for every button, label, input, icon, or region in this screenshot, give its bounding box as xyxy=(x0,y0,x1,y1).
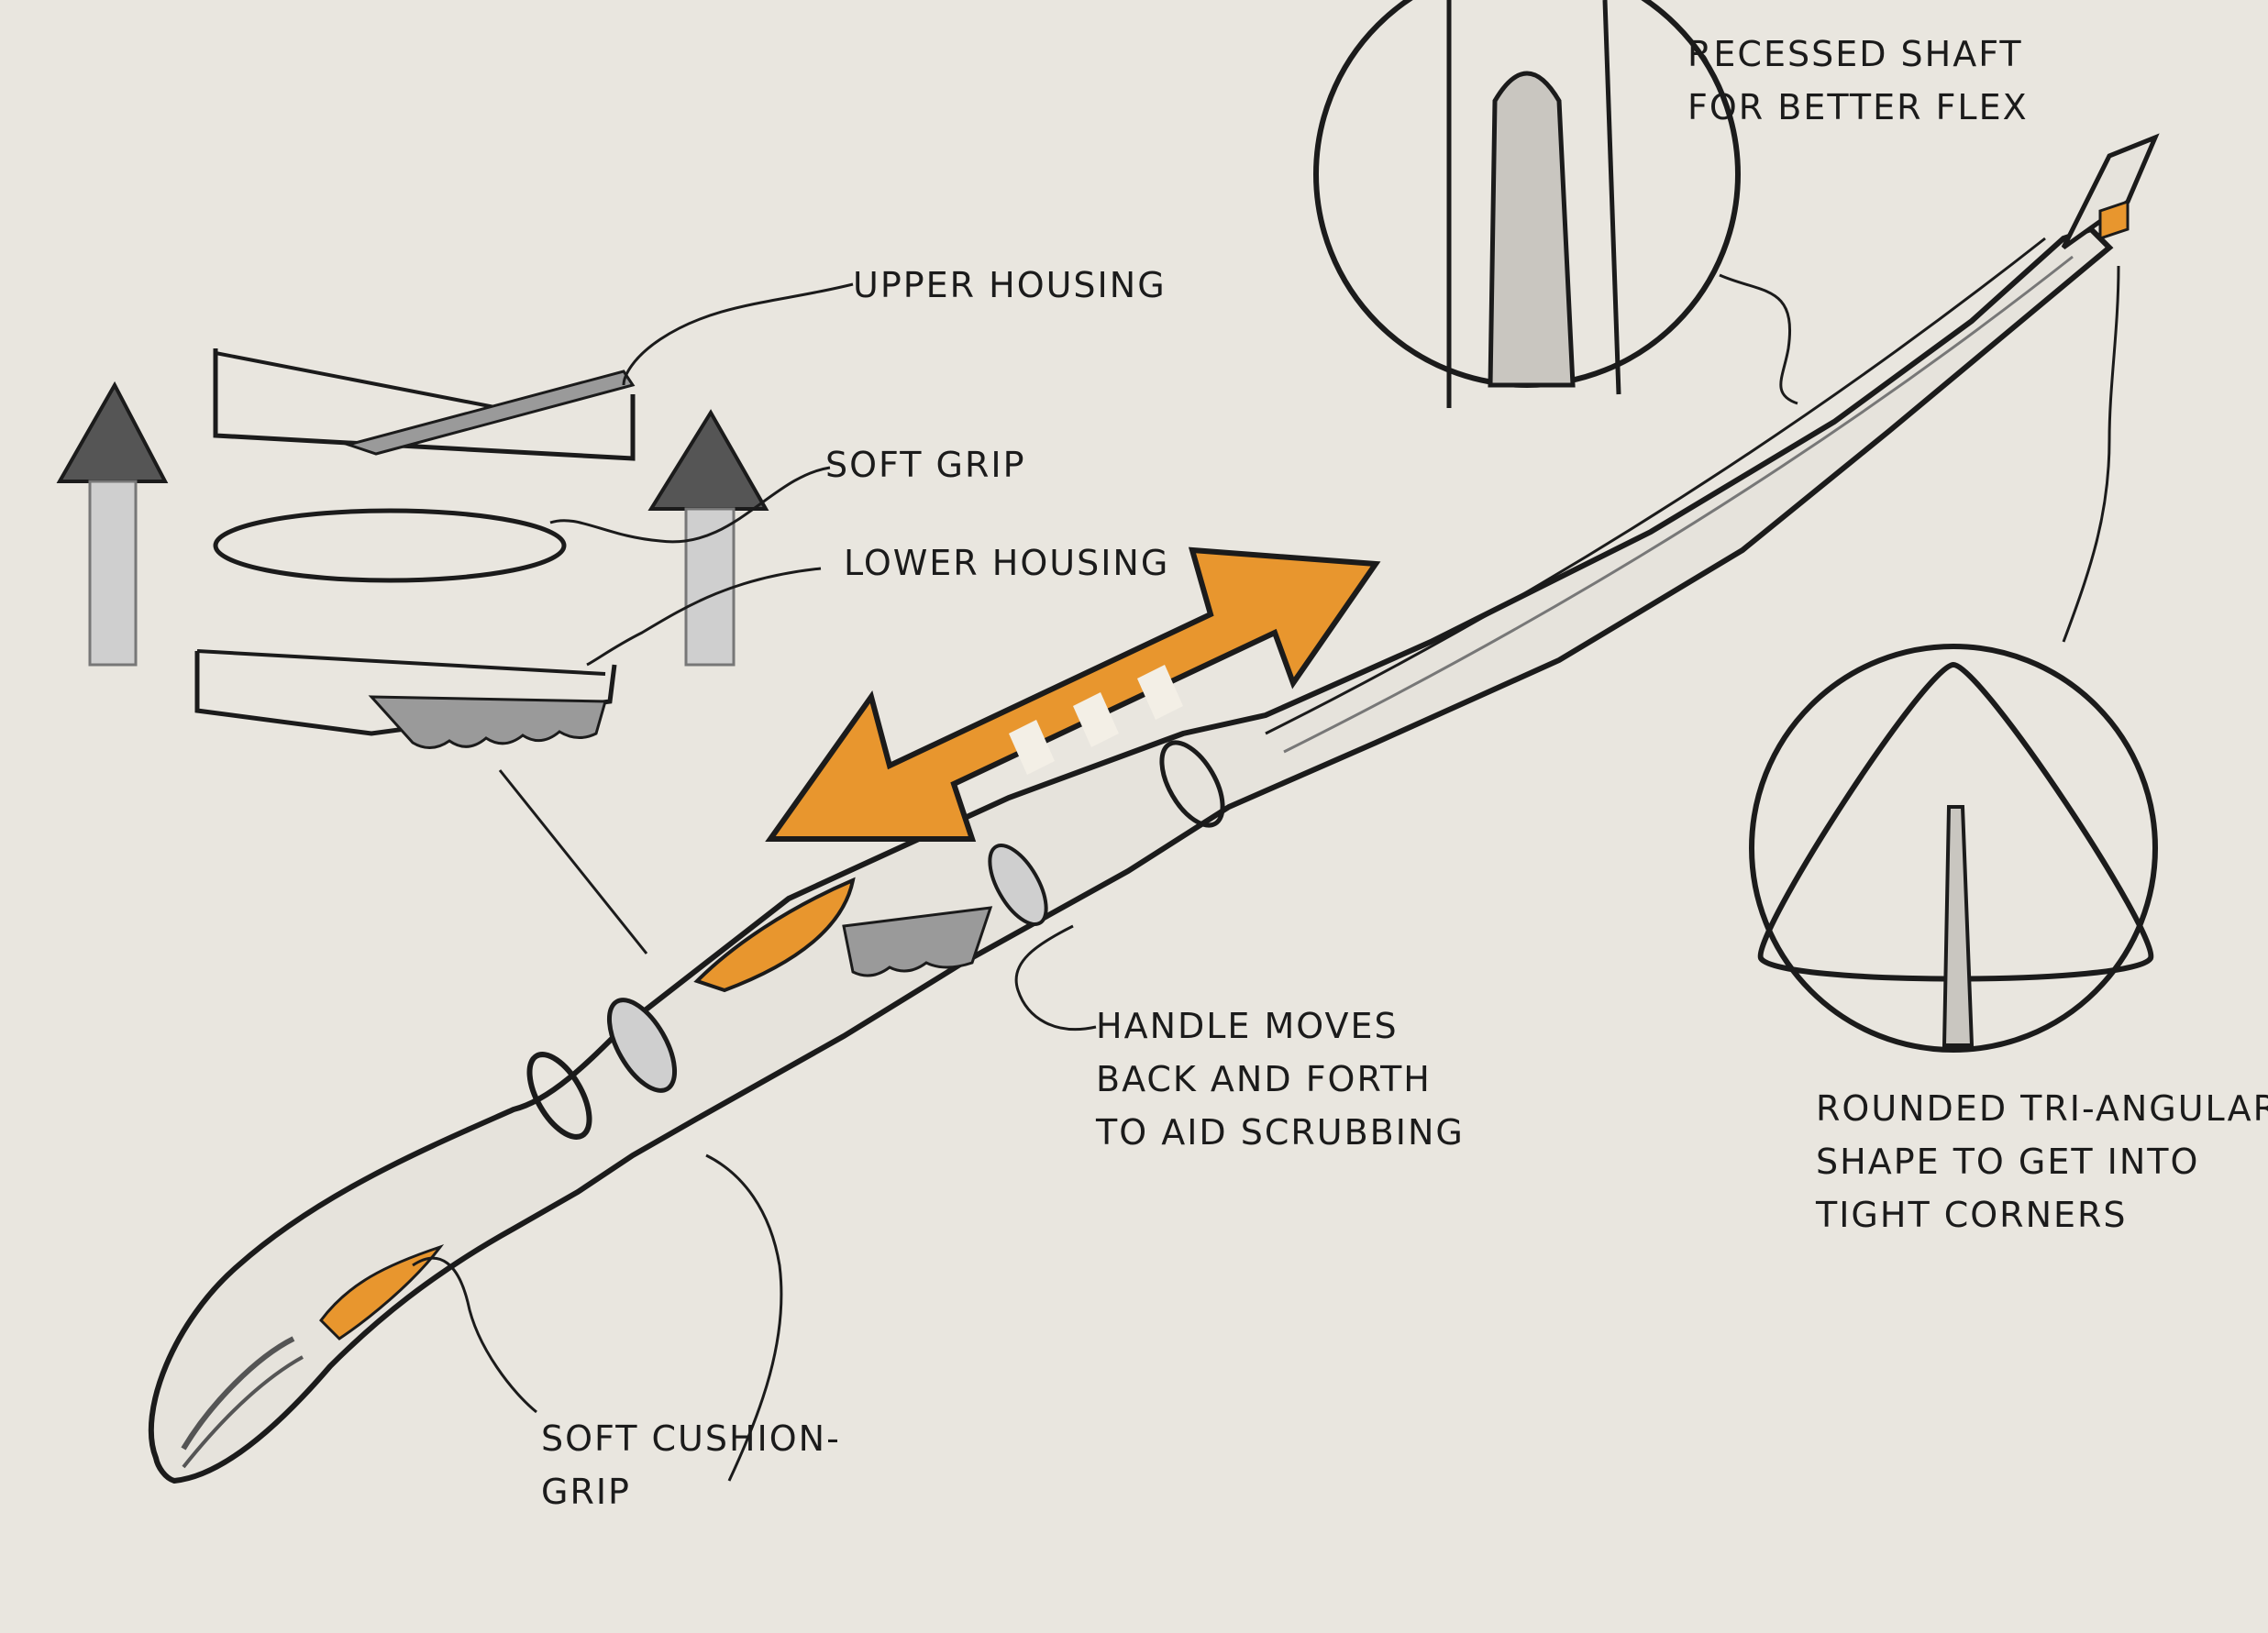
up-arrow-icon xyxy=(56,381,169,667)
leader-lines xyxy=(498,282,854,954)
rounded-triangular-label: ROUNDED TRI-ANGULAR SHAPE TO GET INTO TI… xyxy=(1816,1088,2268,1235)
scrubber-tool-body xyxy=(148,133,2160,1484)
rounded-triangular-tip-detail xyxy=(1749,265,2158,1053)
upper-housing-part xyxy=(213,348,636,461)
upper-housing-label: UPPER HOUSING xyxy=(853,265,1167,305)
double-headed-arrow-icon xyxy=(765,546,1381,842)
soft-cushion-grip-label: SOFT CUSHION- GRIP xyxy=(541,1418,841,1512)
recessed-shaft-detail xyxy=(1313,0,1798,408)
tool-leader-lines xyxy=(412,924,1097,1482)
soft-grip-label: SOFT GRIP xyxy=(825,445,1026,485)
lower-housing-label: LOWER HOUSING xyxy=(844,543,1170,583)
handle-moves-label: HANDLE MOVES BACK AND FORTH TO AID SCRUB… xyxy=(1096,1006,1465,1153)
soft-grip-part xyxy=(213,508,567,583)
recessed-shaft-label: RECESSED SHAFT FOR BETTER FLEX xyxy=(1687,34,2029,127)
lower-housing-part xyxy=(194,649,617,749)
